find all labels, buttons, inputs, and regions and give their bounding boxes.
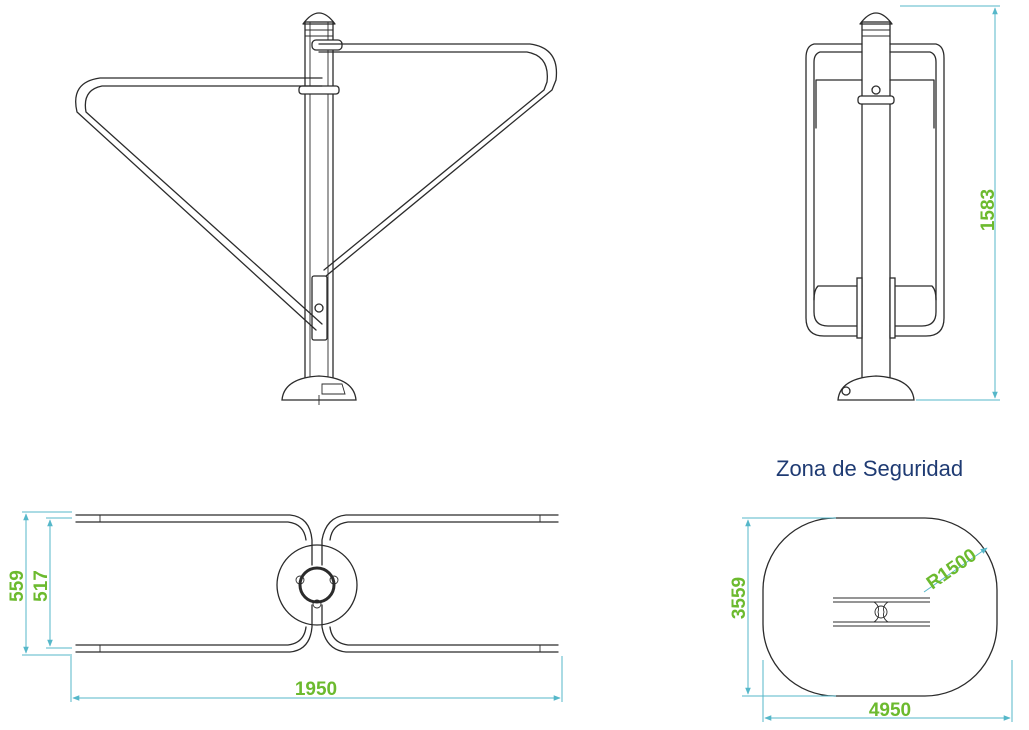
zone-width-label: 3559 <box>729 577 750 619</box>
safety-zone-view: R1500 3559 4950 <box>729 517 1013 722</box>
height-dimension: 1583 <box>900 5 1000 401</box>
length-label: 1950 <box>295 679 337 700</box>
inner-width-label: 517 <box>31 570 52 602</box>
front-handle-right <box>318 43 558 277</box>
top-post <box>298 566 336 604</box>
side-view <box>805 12 945 401</box>
side-frame-right <box>889 43 945 337</box>
radius-line <box>923 547 988 593</box>
top-base-disc <box>276 544 358 626</box>
front-collar-lower <box>298 85 340 95</box>
outer-width-label: 559 <box>7 570 28 602</box>
top-rail-upper-left <box>75 514 313 566</box>
zone-length-label: 4950 <box>869 700 911 721</box>
top-rail-lower-left <box>75 604 313 653</box>
height-label: 1583 <box>978 189 999 231</box>
front-post-cap <box>302 12 336 25</box>
side-post-cap <box>859 12 893 25</box>
radius-label: R1500 <box>923 545 981 594</box>
safety-zone-outline <box>762 517 998 697</box>
top-rail-upper-right <box>321 514 559 566</box>
front-view <box>75 12 558 405</box>
front-handle-left-inner <box>84 85 323 325</box>
top-rail-lower-right <box>321 604 559 653</box>
zone-equipment <box>874 605 888 619</box>
front-collar-upper <box>311 39 343 51</box>
top-view <box>75 514 559 653</box>
top-dimensions: 559 517 1950 <box>7 511 563 702</box>
front-handle-right-inner <box>318 51 548 271</box>
side-frame-left <box>805 43 863 337</box>
side-post <box>861 21 891 383</box>
safety-zone-title: Zona de Seguridad <box>776 456 964 481</box>
front-handle-left <box>75 77 323 331</box>
front-pivot-bolt <box>314 303 324 313</box>
